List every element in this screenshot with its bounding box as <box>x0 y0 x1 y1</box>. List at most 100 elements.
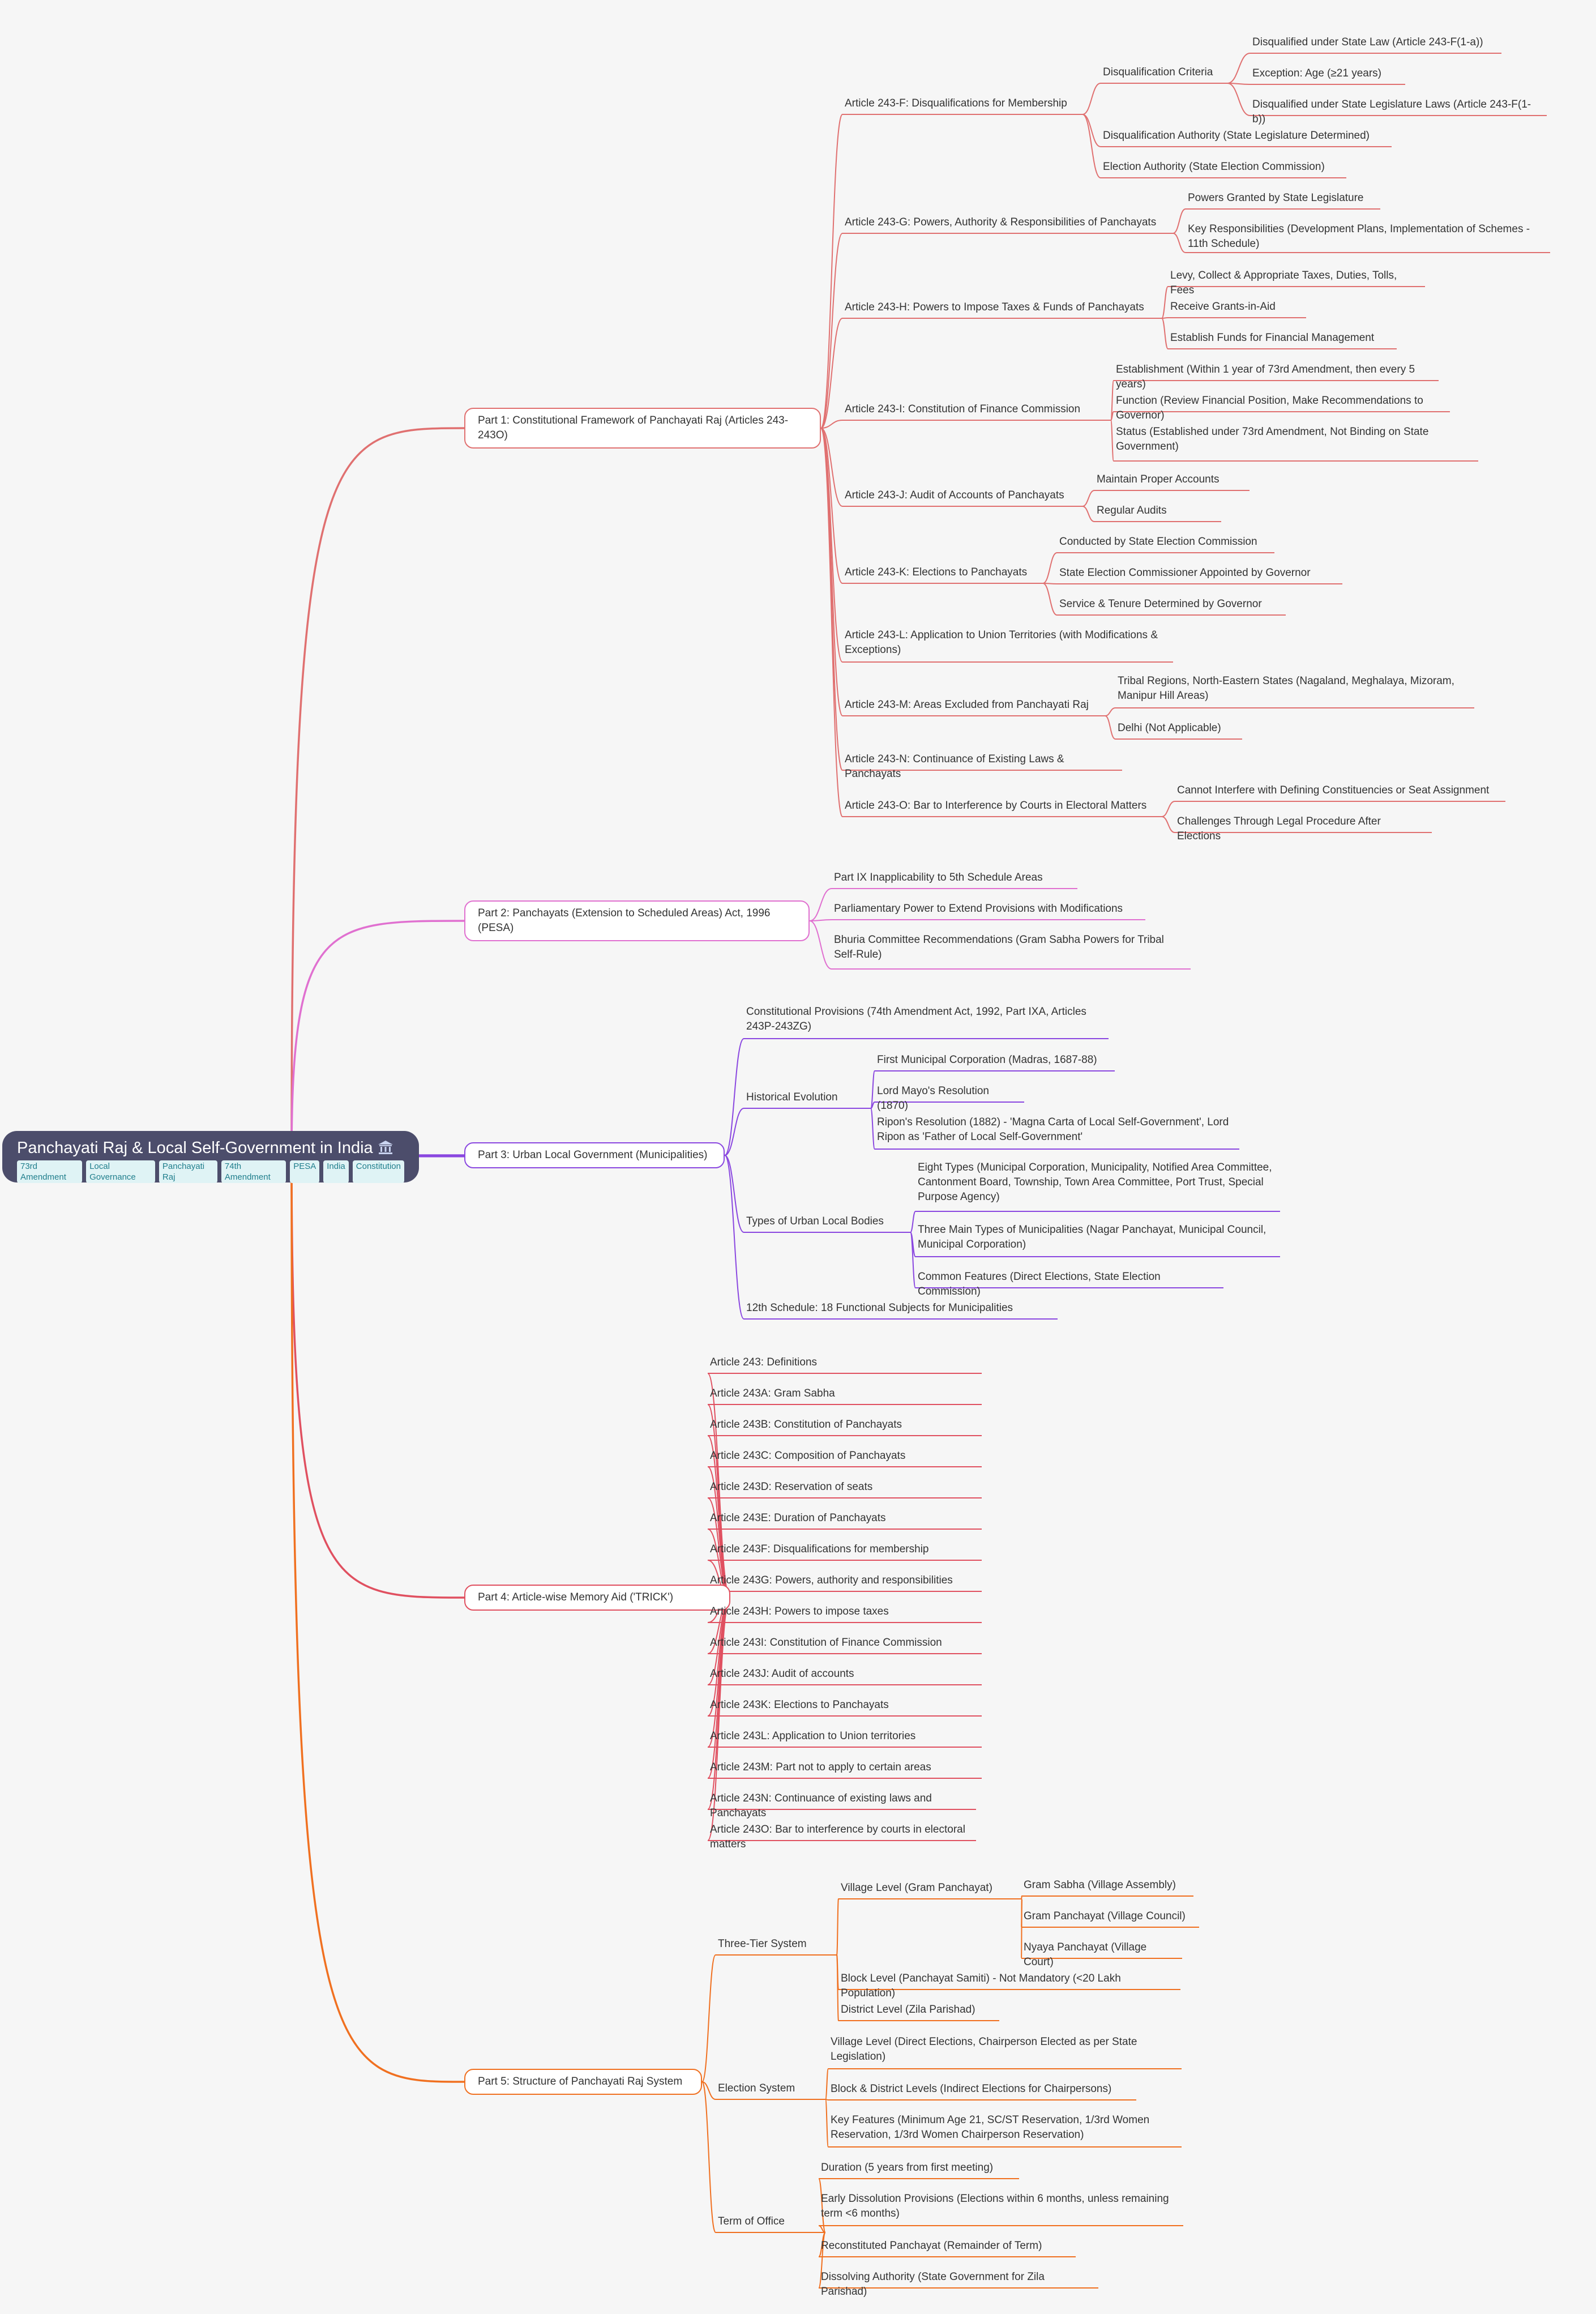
leaf-node[interactable]: Block Level (Panchayat Samiti) - Not Man… <box>841 1973 1121 1999</box>
leaf-node[interactable]: Election Authority (State Election Commi… <box>1103 161 1325 173</box>
leaf-node[interactable]: Function (Review Financial Position, Mak… <box>1116 395 1423 421</box>
leaf-node[interactable]: Gram Sabha (Village Assembly) <box>1024 1879 1176 1891</box>
branch-node[interactable]: Article 243I: Constitution of Finance Co… <box>710 1637 942 1649</box>
branch-node[interactable]: Historical Evolution <box>746 1091 838 1103</box>
leaf-node[interactable]: Service & Tenure Determined by Governor <box>1059 598 1262 610</box>
connector <box>701 1954 716 2082</box>
root-topic[interactable]: Panchayati Raj & Local Self-Government i… <box>2 1131 419 1183</box>
branch-node[interactable]: Article 243-M: Areas Excluded from Panch… <box>845 699 1089 711</box>
branch-node[interactable]: Article 243H: Powers to impose taxes <box>710 1606 889 1617</box>
branch-node[interactable]: Article 243-J: Audit of Accounts of Panc… <box>845 489 1064 501</box>
root-connector <box>290 1156 465 2083</box>
connector <box>1042 583 1058 616</box>
leaf-node[interactable]: Ripon's Resolution (1882) - 'Magna Carta… <box>877 1116 1229 1143</box>
branch-node[interactable]: Article 243-G: Powers, Authority & Respo… <box>845 216 1157 228</box>
tag: India <box>323 1160 349 1183</box>
leaf-node[interactable]: Village Level (Direct Elections, Chairpe… <box>831 2036 1137 2063</box>
leaf-node[interactable]: State Election Commissioner Appointed by… <box>1059 567 1311 579</box>
leaf-node[interactable]: Status (Established under 73rd Amendment… <box>1116 426 1429 452</box>
leaf-node[interactable]: Village Level (Gram Panchayat) <box>841 1882 992 1894</box>
branch-node[interactable]: Article 243B: Constitution of Panchayats <box>710 1419 902 1431</box>
branch-node[interactable]: Article 243E: Duration of Panchayats <box>710 1512 886 1524</box>
leaf-node[interactable]: Disqualification Criteria <box>1103 66 1213 78</box>
connector <box>724 1038 744 1156</box>
leaf-node[interactable]: Disqualified under State Legislature Law… <box>1252 99 1531 125</box>
leaf-node[interactable]: Delhi (Not Applicable) <box>1118 722 1221 734</box>
branch-node[interactable]: Article 243C: Composition of Panchayats <box>710 1450 906 1462</box>
part-node[interactable]: Part 4: Article-wise Memory Aid ('TRICK'… <box>464 1585 730 1611</box>
branch-node[interactable]: Article 243-N: Continuance of Existing L… <box>845 753 1064 780</box>
branch-node[interactable]: Article 243-K: Elections to Panchayats <box>845 566 1028 578</box>
leaf-node[interactable]: Three Main Types of Municipalities (Naga… <box>918 1224 1266 1250</box>
connector <box>870 1070 875 1109</box>
connector <box>1021 1898 1022 1959</box>
branch-node[interactable]: Election System <box>718 2082 795 2094</box>
leaf-node[interactable]: Challenges Through Legal Procedure After… <box>1177 816 1381 842</box>
part-node[interactable]: Part 5: Structure of Panchayati Raj Syst… <box>464 2069 702 2095</box>
branch-node[interactable]: Article 243G: Powers, authority and resp… <box>710 1574 953 1586</box>
branch-node[interactable]: Article 243-H: Powers to Impose Taxes & … <box>845 301 1144 313</box>
branch-node[interactable]: Part IX Inapplicability to 5th Schedule … <box>834 872 1043 883</box>
branch-node[interactable]: Article 243: Definitions <box>710 1356 818 1368</box>
leaf-node[interactable]: Establishment (Within 1 year of 73rd Ame… <box>1116 364 1415 390</box>
leaf-node[interactable]: Establish Funds for Financial Management <box>1170 332 1375 344</box>
leaf-node[interactable]: Eight Types (Municipal Corporation, Muni… <box>918 1162 1272 1203</box>
branch-node[interactable]: Article 243N: Continuance of existing la… <box>710 1792 932 1819</box>
leaf-node[interactable]: Cannot Interfere with Defining Constitue… <box>1177 784 1490 796</box>
leaf-node[interactable]: Dissolving Authority (State Government f… <box>821 2271 1045 2298</box>
leaf-node[interactable]: Maintain Proper Accounts <box>1097 473 1220 485</box>
leaf-node[interactable]: District Level (Zila Parishad) <box>841 2004 975 2016</box>
branch-node[interactable]: Article 243F: Disqualifications for memb… <box>710 1543 929 1555</box>
branch-node[interactable]: Article 243L: Application to Union terri… <box>710 1730 916 1742</box>
branch-node[interactable]: Article 243O: Bar to interference by cou… <box>710 1824 965 1850</box>
connector <box>1082 490 1095 507</box>
leaf-node[interactable]: Gram Panchayat (Village Council) <box>1024 1910 1186 1922</box>
leaf-node[interactable]: Common Features (Direct Elections, State… <box>918 1271 1161 1297</box>
branch-node[interactable]: Article 243D: Reservation of seats <box>710 1481 873 1493</box>
leaf-node[interactable]: Lord Mayo's Resolution (1870) <box>877 1085 989 1112</box>
leaf-node[interactable]: Receive Grants-in-Aid <box>1170 301 1276 313</box>
branch-node[interactable]: Constitutional Provisions (74th Amendmen… <box>746 1006 1086 1032</box>
leaf-node[interactable]: Disqualification Authority (State Legisl… <box>1103 130 1370 142</box>
branch-node[interactable]: Article 243-I: Constitution of Finance C… <box>845 403 1081 415</box>
part-node[interactable]: Part 3: Urban Local Government (Municipa… <box>464 1142 725 1168</box>
branch-node[interactable]: Article 243M: Part not to apply to certa… <box>710 1761 931 1773</box>
tag: Panchayati Raj <box>159 1160 217 1183</box>
leaf-node[interactable]: Key Responsibilities (Development Plans,… <box>1188 223 1530 250</box>
leaf-node[interactable]: Block & District Levels (Indirect Electi… <box>831 2083 1112 2095</box>
branch-node[interactable]: Three-Tier System <box>718 1938 807 1950</box>
part-node[interactable]: Part 2: Panchayats (Extension to Schedul… <box>464 900 810 941</box>
branch-node[interactable]: Article 243-L: Application to Union Terr… <box>845 629 1158 656</box>
part-node[interactable]: Part 1: Constitutional Framework of Panc… <box>464 408 821 449</box>
leaf-node[interactable]: First Municipal Corporation (Madras, 168… <box>877 1054 1097 1066</box>
leaf-node[interactable]: Key Features (Minimum Age 21, SC/ST Rese… <box>831 2114 1150 2141</box>
leaf-node[interactable]: Levy, Collect & Appropriate Taxes, Dutie… <box>1170 270 1397 296</box>
branch-node[interactable]: Parliamentary Power to Extend Provisions… <box>834 903 1123 915</box>
branch-node[interactable]: Types of Urban Local Bodies <box>746 1215 884 1227</box>
leaf-node[interactable]: Disqualified under State Law (Article 24… <box>1252 36 1483 48</box>
leaf-node[interactable]: Exception: Age (≥21 years) <box>1252 67 1381 79</box>
leaf-node[interactable]: Regular Audits <box>1097 505 1167 516</box>
branch-node[interactable]: 12th Schedule: 18 Functional Subjects fo… <box>746 1302 1013 1314</box>
branch-node[interactable]: Article 243-F: Disqualifications for Mem… <box>845 97 1067 109</box>
leaf-node[interactable]: Tribal Regions, North-Eastern States (Na… <box>1118 675 1454 702</box>
leaf-node[interactable]: Duration (5 years from first meeting) <box>821 2162 994 2174</box>
connector <box>1082 114 1101 178</box>
connector <box>910 1232 916 1288</box>
branch-node[interactable]: Article 243K: Elections to Panchayats <box>710 1699 889 1711</box>
branch-node[interactable]: Bhuria Committee Recommendations (Gram S… <box>834 934 1164 960</box>
connector <box>1110 420 1114 462</box>
leaf-node[interactable]: Powers Granted by State Legislature <box>1188 192 1364 204</box>
tag: Constitution <box>352 1160 404 1183</box>
leaf-node[interactable]: Conducted by State Election Commission <box>1059 536 1257 548</box>
branch-node[interactable]: Article 243A: Gram Sabha <box>710 1387 835 1399</box>
branch-node[interactable]: Term of Office <box>718 2215 785 2227</box>
leaf-node[interactable]: Early Dissolution Provisions (Elections … <box>821 2193 1169 2219</box>
leaf-node[interactable]: Reconstituted Panchayat (Remainder of Te… <box>821 2240 1042 2252</box>
connector <box>820 428 843 584</box>
branch-node[interactable]: Article 243-O: Bar to Interference by Co… <box>845 800 1147 812</box>
branch-node[interactable]: Article 243J: Audit of accounts <box>710 1668 854 1680</box>
leaf-node[interactable]: Nyaya Panchayat (Village Court) <box>1024 1941 1147 1968</box>
